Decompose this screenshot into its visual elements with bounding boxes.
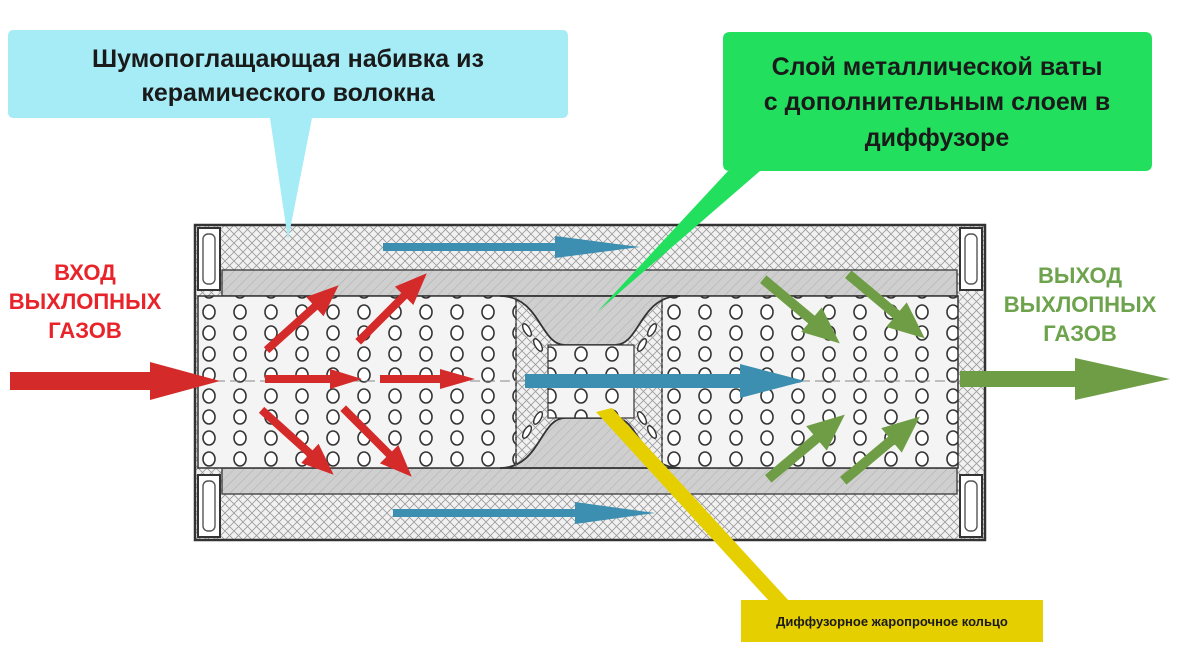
inlet-arrow — [258, 406, 334, 475]
outlet-arrow — [765, 414, 845, 483]
inlet-line2: ВЫХЛОПНЫХ — [9, 289, 162, 314]
top-inner-layer — [221, 269, 958, 297]
ceramic-line1: Шумопоглащающая набивка из — [92, 45, 484, 73]
bottom-return-arrow — [393, 502, 655, 524]
perforated-core-left — [197, 295, 517, 469]
center-main-arrow — [525, 364, 805, 398]
inlet-main-arrow — [10, 362, 220, 400]
ceramic-line2: керамического волокна — [141, 79, 435, 107]
inlet-label: ВХОД ВЫХЛОПНЫХ ГАЗОВ — [9, 260, 162, 343]
outlet-arrow — [840, 416, 920, 485]
inlet-line1: ВХОД — [54, 260, 116, 285]
callout-diffuser-ring: Диффузорное жаропрочное кольцо — [596, 408, 1043, 642]
inlet-arrow — [340, 405, 412, 477]
callout-metal-wool: Слой металлической ваты с дополнительным… — [597, 32, 1152, 312]
inlet-arrow — [265, 369, 362, 389]
inlet-arrows — [10, 273, 475, 477]
outlet-main-arrow — [960, 358, 1170, 400]
outlet-line1: ВЫХОД — [1038, 263, 1122, 288]
inlet-arrow — [263, 285, 339, 354]
right-end-caps — [959, 227, 983, 538]
diffuser-ring-label: Диффузорное жаропрочное кольцо — [776, 614, 1008, 629]
metal-wool-line3: диффузоре — [865, 124, 1010, 152]
outlet-arrow — [760, 275, 840, 344]
inlet-line3: ГАЗОВ — [48, 318, 121, 343]
inlet-arrow — [355, 273, 427, 345]
outlet-line3: ГАЗОВ — [1043, 321, 1116, 346]
outlet-line2: ВЫХЛОПНЫХ — [1004, 292, 1157, 317]
outlet-label: ВЫХОД ВЫХЛОПНЫХ ГАЗОВ — [1004, 263, 1157, 346]
inlet-arrow — [380, 369, 475, 389]
outlet-arrow — [845, 270, 925, 339]
left-end-caps — [197, 227, 221, 538]
center-arrows — [383, 236, 805, 524]
callout-ceramic: Шумопоглащающая набивка из керамического… — [8, 30, 568, 240]
metal-wool-line2: с дополнительным слоем в — [764, 88, 1110, 116]
top-return-arrow — [383, 236, 640, 258]
outlet-arrows — [760, 270, 1170, 485]
metal-wool-line1: Слой металлической ваты — [772, 53, 1103, 81]
